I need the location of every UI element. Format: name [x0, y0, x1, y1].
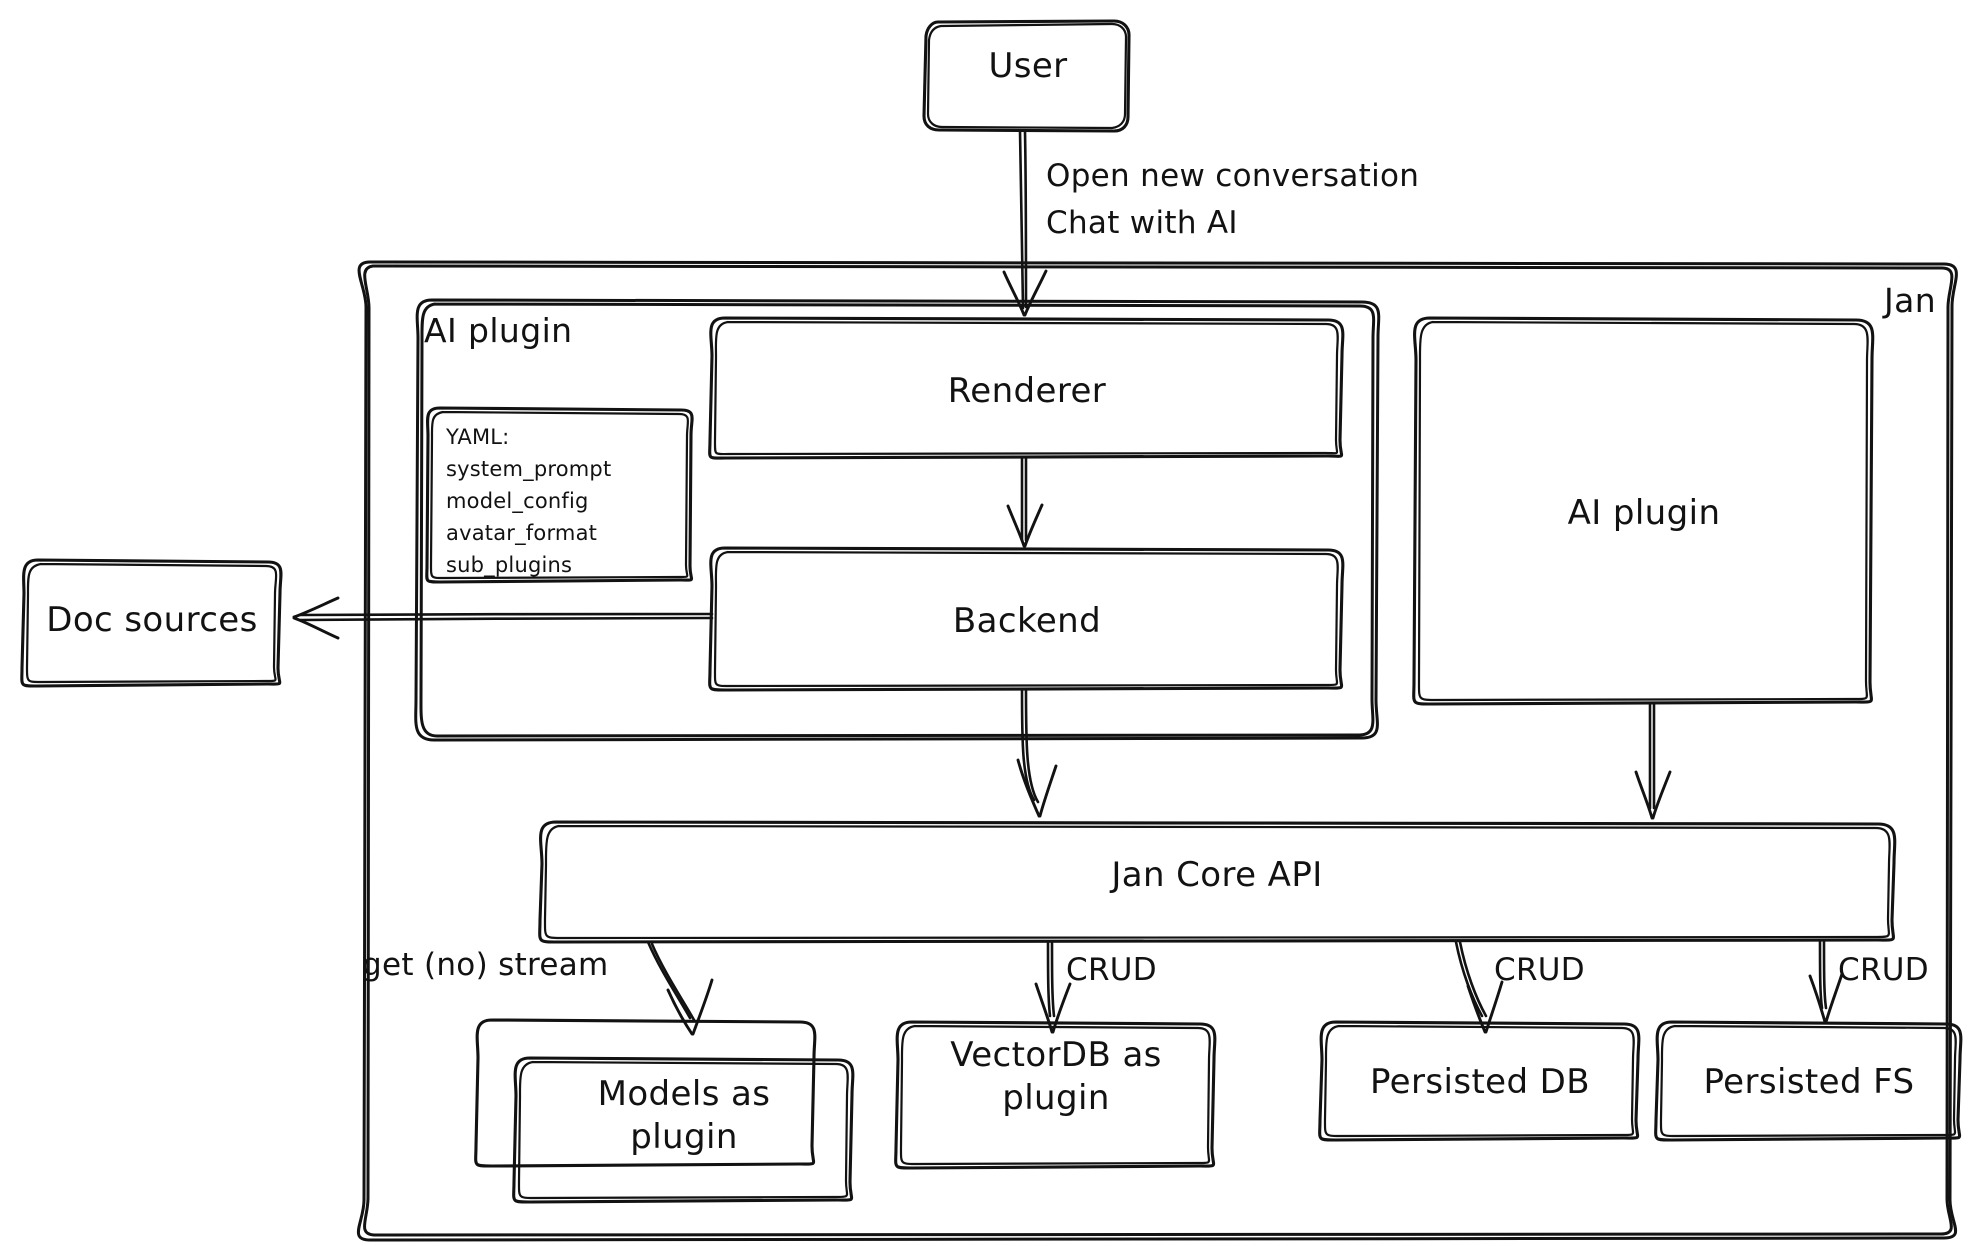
node-backend-shape: [708, 546, 1345, 692]
node-vectordb-shape: [894, 1020, 1217, 1170]
node-jan-core-api[interactable]: [540, 822, 1894, 942]
edge-backend-to-core-api: [1016, 688, 1058, 818]
edge-renderer-to-backend: [1006, 456, 1044, 548]
node-persisted-fs-shape: [1654, 1020, 1963, 1142]
node-models-as-plugin[interactable]: [476, 1020, 852, 1202]
node-backend[interactable]: [710, 548, 1342, 690]
edge-core-api-to-persisted-db: [1454, 940, 1504, 1034]
container-jan-shape: [356, 260, 1958, 1242]
node-vectordb-as-plugin[interactable]: [896, 1022, 1214, 1168]
container-ai-plugin-group-shape: [414, 298, 1381, 742]
node-ai-plugin-shape: [1412, 316, 1875, 706]
node-renderer-shape: [708, 316, 1345, 460]
edge-backend-to-doc-sources: [292, 596, 714, 640]
node-persisted-fs[interactable]: [1656, 1022, 1960, 1140]
edge-user-to-renderer: [1002, 129, 1048, 317]
edge-ai-plugin-to-core-api: [1634, 702, 1672, 820]
node-doc-sources[interactable]: [22, 560, 280, 686]
node-renderer[interactable]: [710, 318, 1342, 458]
node-user-shape: [922, 19, 1131, 133]
node-persisted-db[interactable]: [1320, 1022, 1638, 1140]
node-user[interactable]: [924, 21, 1130, 131]
node-jan-core-api-shape: [538, 820, 1897, 944]
edge-core-api-to-persisted-fs: [1808, 940, 1844, 1024]
node-doc-sources-shape: [20, 558, 283, 688]
node-ai-plugin[interactable]: [1414, 318, 1872, 704]
edge-core-api-to-models: [646, 940, 714, 1036]
yaml-note[interactable]: [427, 408, 691, 582]
node-models-shape: [474, 1018, 855, 1204]
yaml-note-shape: [425, 406, 694, 584]
node-persisted-db-shape: [1318, 1020, 1641, 1142]
edge-core-api-to-vectordb: [1034, 940, 1072, 1034]
